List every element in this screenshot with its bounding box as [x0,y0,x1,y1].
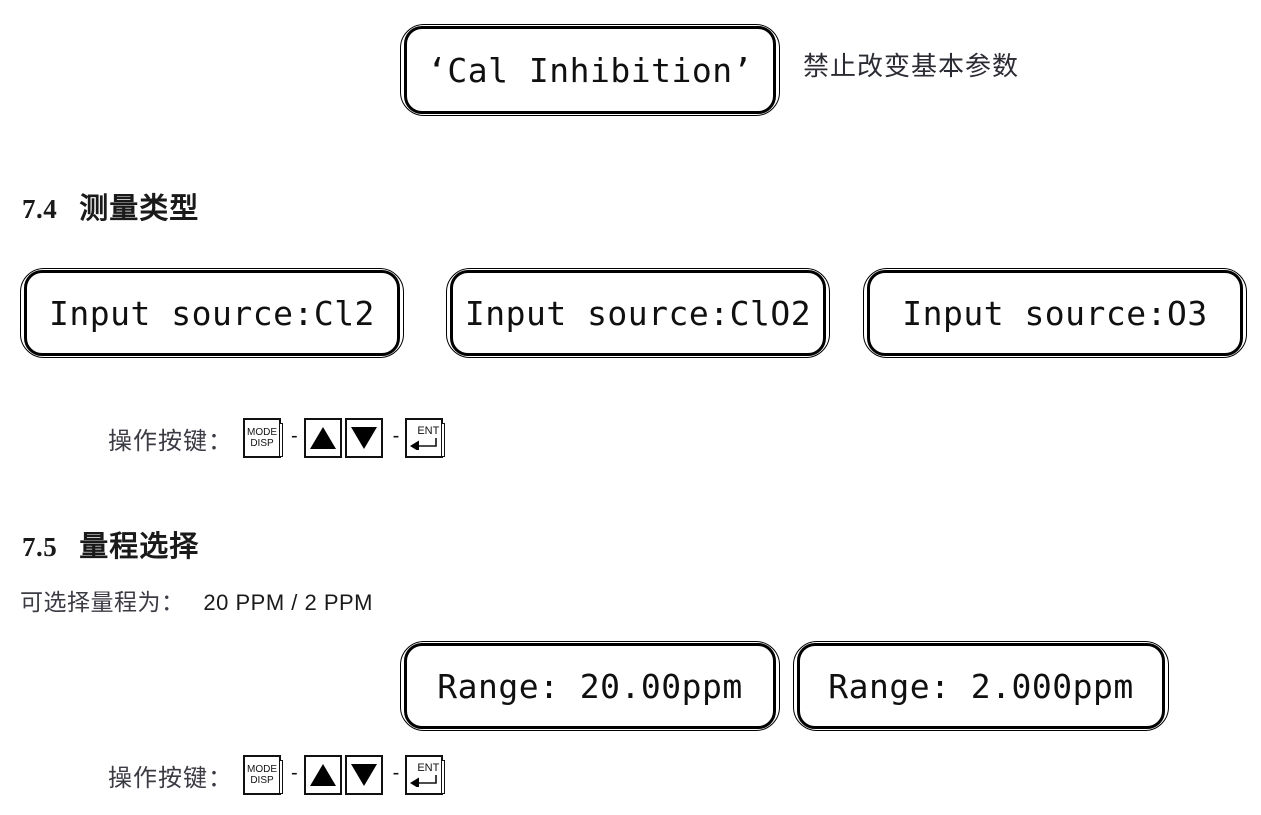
page-title: 测量类型 [79,193,200,225]
display-input-source-clo2: Input source:ClO2 [446,268,830,358]
page-title: 量程选择 [79,531,200,563]
down-arrow-key[interactable] [344,418,383,458]
operation-keys-label: 操作按键： [108,764,233,792]
section-number: 7.5 [22,532,58,562]
section-heading-7-5: 7.5 量程选择 [22,523,199,565]
mode-disp-key-line1: MODE [247,764,277,775]
triangle-up-icon [309,427,336,449]
mode-disp-key-line2: DISP [250,438,274,449]
key-separator: - [291,762,298,784]
mode-disp-key-line1: MODE [247,427,277,438]
enter-key-label: ENT [417,425,440,437]
key-separator: - [291,425,298,447]
display-input-source-o3: Input source:O3 [863,268,1247,358]
section-number: 7.4 [22,194,58,224]
enter-return-arrow-icon [409,438,439,450]
display-range-20ppm: Range: 20.00ppm [400,641,780,731]
enter-key[interactable]: ENT [405,418,446,458]
operation-keys-row-7-5: 操作按键： MODE DISP - - ENT [108,755,446,795]
display-input-source-cl2-text: Input source:Cl2 [49,293,375,333]
display-range-20ppm-text: Range: 20.00ppm [437,666,743,706]
triangle-down-icon [350,427,377,449]
mode-disp-key-line2: DISP [250,775,274,786]
enter-key[interactable]: ENT [405,755,446,795]
range-options-label: 可选择量程为： [20,589,185,615]
up-arrow-key[interactable] [303,755,342,795]
mode-disp-key[interactable]: MODE DISP [243,418,283,458]
display-input-source-clo2-text: Input source:ClO2 [464,293,812,333]
display-cal-inhibition-text: ‘Cal Inhibition’ [427,50,753,90]
operation-keys-label: 操作按键： [108,427,233,455]
display-input-source-o3-text: Input source:O3 [902,293,1208,333]
display-cal-inhibition: ‘Cal Inhibition’ [400,24,780,116]
mode-disp-key[interactable]: MODE DISP [243,755,283,795]
display-range-2ppm: Range: 2.000ppm [793,641,1169,731]
down-arrow-key[interactable] [344,755,383,795]
up-arrow-key[interactable] [303,418,342,458]
display-input-source-cl2: Input source:Cl2 [20,268,404,358]
display-range-2ppm-text: Range: 2.000ppm [828,666,1134,706]
cal-inhibition-annotation: 禁止改变基本参数 [803,51,1020,81]
enter-return-arrow-icon [409,775,439,787]
range-options-values: 20 PPM / 2 PPM [203,590,374,615]
triangle-up-icon [309,764,336,786]
section-heading-7-4: 7.4 测量类型 [22,185,199,227]
range-options-line: 可选择量程为： 20 PPM / 2 PPM [20,583,373,617]
key-separator: - [392,425,400,447]
triangle-down-icon [350,764,377,786]
enter-key-label: ENT [417,762,440,774]
key-separator: - [392,762,400,784]
operation-keys-row-7-4: 操作按键： MODE DISP - - ENT [108,418,446,458]
